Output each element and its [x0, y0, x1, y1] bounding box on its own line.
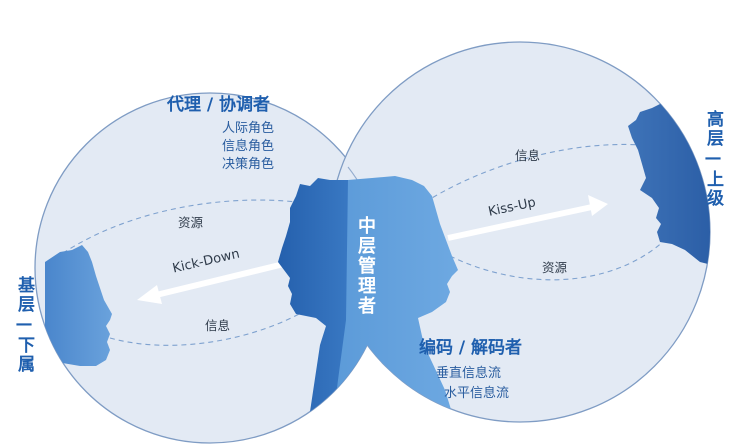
kick-down-arrow — [137, 259, 293, 304]
right-dashed-flow-lower — [449, 239, 666, 281]
role-informational: 信息角色 — [222, 139, 275, 154]
right-info-label: 信息 — [515, 148, 541, 163]
right-dashed-flow-upper — [409, 143, 643, 213]
left-info-label: 信息 — [205, 318, 231, 333]
role-decisional: 决策角色 — [222, 157, 275, 172]
vertical-info-flow: 垂直信息流 — [436, 366, 502, 381]
horizontal-info-flow: 水平信息流 — [444, 386, 510, 401]
subordinate-label: 基层—下属 — [14, 276, 34, 374]
role-interpersonal: 人际角色 — [222, 121, 275, 136]
superior-label: 高层—上级 — [703, 110, 723, 208]
left-resource-label: 资源 — [178, 215, 204, 230]
agent-coordinator-title: 代理 / 协调者 — [167, 95, 271, 115]
encoder-decoder-title: 编码 / 解码者 — [419, 338, 523, 358]
right-resource-label: 资源 — [542, 260, 568, 275]
subordinate-head-silhouette — [45, 245, 112, 366]
kiss-up-arrow — [447, 195, 608, 241]
middle-manager-label: 中层管理者 — [355, 216, 376, 316]
